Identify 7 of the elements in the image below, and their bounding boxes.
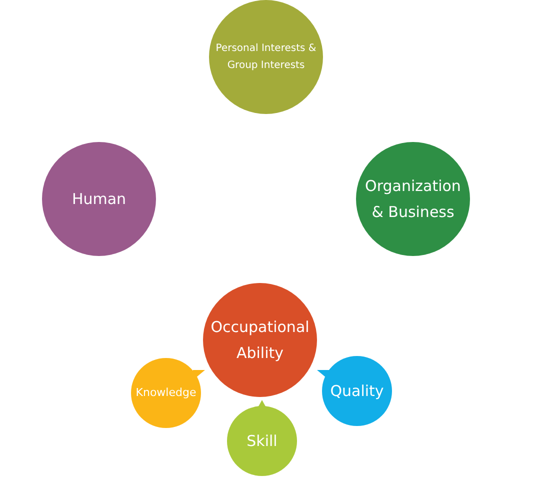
node-label: Knowledge <box>136 385 196 402</box>
node-label: Skill <box>246 430 278 452</box>
node-label: Occupational Ability <box>210 316 310 364</box>
node-label: Organization & Business <box>364 176 462 223</box>
node-label: Quality <box>330 380 384 402</box>
node-label: Personal Interests & Group Interests <box>214 42 318 73</box>
node-label: Human <box>72 188 126 210</box>
